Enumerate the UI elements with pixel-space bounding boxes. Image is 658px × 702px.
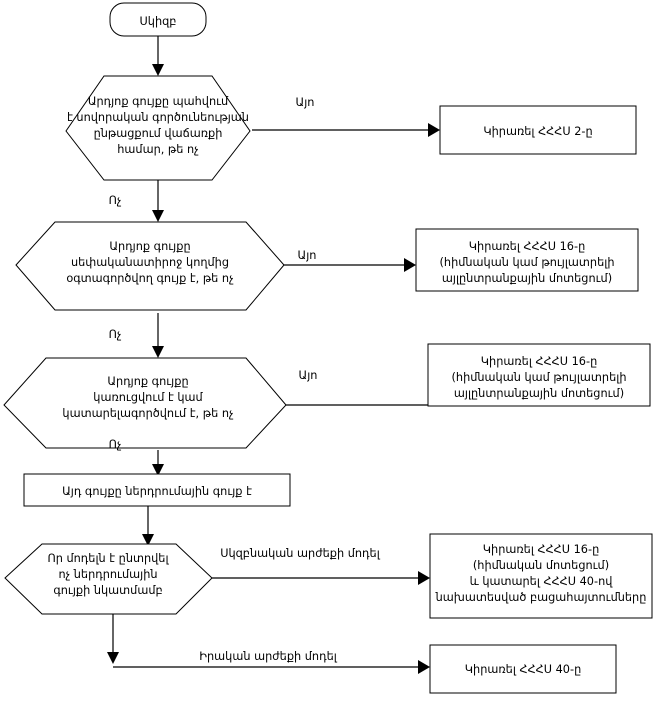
node-statement[interactable]	[23, 473, 291, 507]
node-result-4-line-4: նախատեսված բացահայտումները	[435, 591, 647, 604]
node-result-3-line-2: (հիմնական կամ թույլատրելի	[452, 371, 627, 384]
node-decision-2[interactable]	[15, 221, 285, 311]
edge-label-no-1: Ոչ	[109, 194, 122, 207]
arrowhead-decision-1	[152, 64, 164, 76]
edge-label-cost-model: Սկզբնական արժեքի մոդել	[220, 547, 381, 560]
node-decision-2-line-2: սեփականատիրոջ կողմից	[71, 256, 229, 269]
node-decision-3[interactable]	[3, 357, 287, 449]
arrowhead-result-5	[418, 660, 430, 674]
node-decision-1[interactable]	[65, 75, 251, 181]
node-decision-2-line-3: օգտագործվող գույք է, թե ոչ	[66, 272, 234, 285]
node-decision-1-line-2: է սովորական գործունեության	[67, 111, 249, 124]
edge-label-no-2: Ոչ	[109, 328, 122, 341]
node-decision-1-line-3: ընթացքում վաճառքի	[94, 127, 223, 140]
node-result-4-line-3: և կատարել ՀՀՀՍ 40-ով	[470, 575, 614, 588]
node-decision-1-line-4: համար, թե ոչ	[117, 143, 199, 156]
node-decision-4[interactable]	[4, 543, 213, 615]
arrowhead-decision-4	[142, 534, 154, 546]
arrowhead-statement	[152, 464, 164, 476]
edge-label-yes-3: Այո	[299, 369, 318, 382]
node-result-4-line-1: Կիրառել ՀՀՀՍ 16-ը	[483, 543, 599, 556]
connectors	[107, 36, 440, 674]
arrowhead-result-2	[404, 258, 416, 272]
node-result-3-line-3: այլընտրանքային մոտեցում)	[454, 387, 624, 400]
edge-label-yes-2: Այո	[298, 249, 317, 262]
node-result-4[interactable]	[429, 533, 653, 619]
node-decision-3-line-1: Արդյոք գույքը	[107, 375, 188, 388]
arrowhead-decision-3	[152, 346, 164, 358]
arrowhead-fair-value-turn	[107, 652, 119, 664]
node-decision-1-line-1: Արդյոք գույքը պահվում	[88, 95, 229, 108]
node-result-2-line-3: այլընտրանքային մոտեցում)	[442, 272, 612, 285]
node-decision-4-line-3: գույքի նկատմամբ	[53, 584, 162, 597]
arrowhead-result-1	[428, 123, 440, 137]
node-statement-label: Այդ գույքը ներդրումային գույք է	[62, 485, 252, 498]
edge-labels: Այո Ոչ Այո Ոչ Այո Ոչ Սկզբնական արժեքի մո…	[109, 96, 381, 663]
node-result-1[interactable]	[439, 105, 637, 155]
edge-label-fair-value-model: Իրական արժեքի մոդել	[199, 650, 338, 663]
node-result-3[interactable]	[427, 343, 651, 407]
edge-label-no-3: Ոչ	[109, 438, 122, 451]
node-result-2[interactable]	[415, 228, 639, 292]
node-result-1-label: Կիրառել ՀՀՀՍ 2-ը	[483, 125, 592, 138]
node-result-4-line-2: (հիմնական մոտեցում)	[473, 559, 609, 572]
node-decision-3-line-3: կատարելագործվում է, թե ոչ	[62, 407, 234, 420]
node-result-2-line-1: Կիրառել ՀՀՀՍ 16-ը	[469, 240, 585, 253]
arrowhead-result-4	[418, 571, 430, 585]
node-result-3-line-1: Կիրառել ՀՀՀՍ 16-ը	[481, 355, 597, 368]
arrowhead-decision-2	[152, 210, 164, 222]
node-result-5[interactable]	[429, 644, 617, 694]
node-start-label: Սկիզբ	[140, 15, 177, 28]
edge-label-yes-1: Այո	[296, 96, 315, 109]
node-result-2-line-2: (հիմնական կամ թույլատրելի	[440, 256, 615, 269]
node-decision-4-line-2: ոչ ներդրումային	[58, 568, 157, 581]
node-start[interactable]	[109, 2, 207, 37]
node-decision-2-line-1: Արդյոք գույքը	[109, 240, 190, 253]
node-decision-4-line-1: Որ մոդելն է ընտրվել	[47, 552, 169, 565]
node-result-5-label: Կիրառել ՀՀՀՍ 40-ը	[465, 663, 581, 676]
node-decision-3-line-2: կառուցվում է կամ	[93, 391, 203, 404]
